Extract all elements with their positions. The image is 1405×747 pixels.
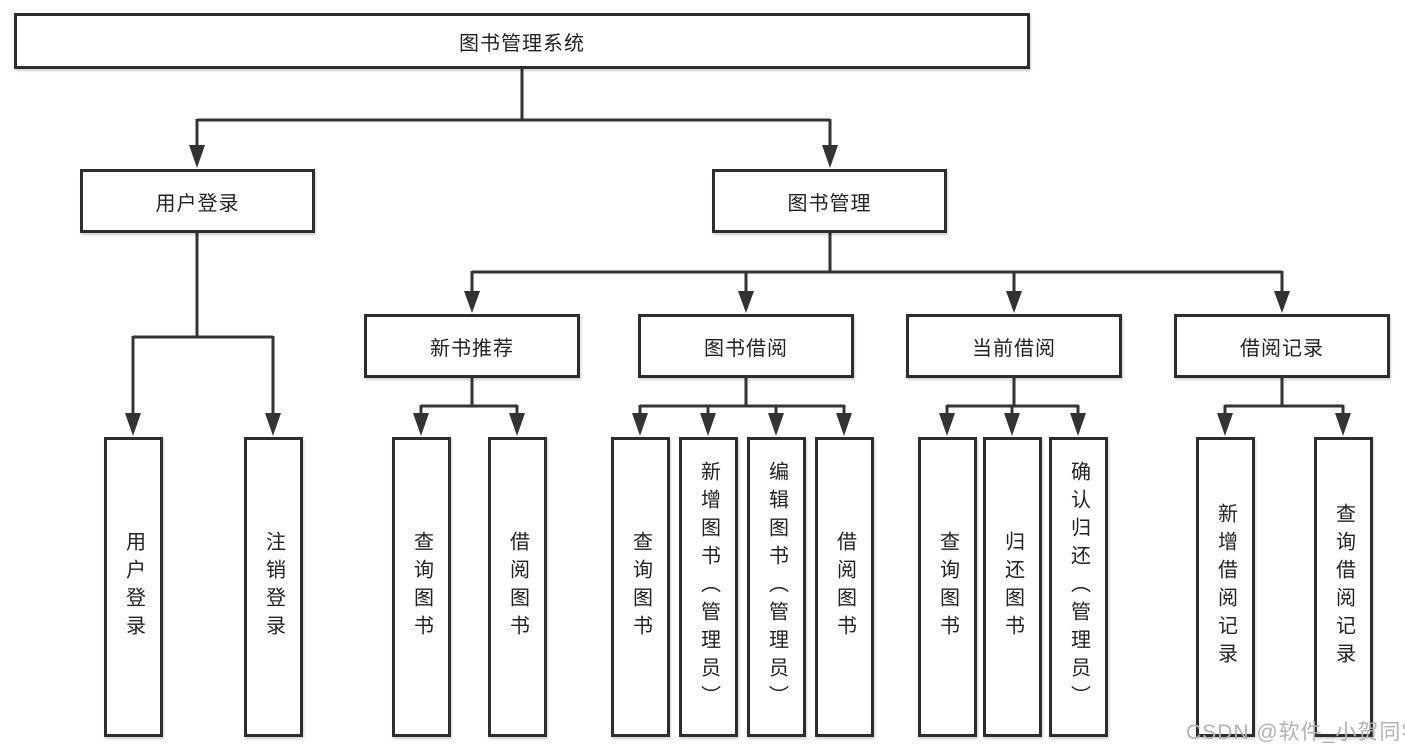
node-label: 新书推荐 [430,337,514,360]
leaf-label: 查询图书 [936,531,959,643]
leaf-label: 借阅图书 [506,531,529,643]
node-library-management-system: 图书管理系统 [14,13,1030,69]
node-book-management: 图书管理 [712,169,947,233]
node-label: 图书管理系统 [459,32,585,55]
leaf-label: 查询图书 [629,531,652,643]
arrowheads [125,145,1351,436]
leaf-label: 借阅图书 [833,531,856,643]
leaf-query-books: 查询图书 [392,437,451,737]
leaf-label: 用户登录 [122,531,145,643]
leaf-user-login: 用户登录 [104,437,163,737]
leaf-label: 查询图书 [410,531,433,643]
leaf-label: 注销登录 [262,531,285,643]
leaf-confirm-return-admin: 确认归还（管理员） [1049,437,1108,737]
node-new-book-recommendation: 新书推荐 [364,314,580,378]
leaf-label: 确认归还（管理员） [1067,461,1090,713]
node-label: 当前借阅 [972,337,1056,360]
leaf-label: 查询借阅记录 [1332,503,1355,671]
node-user-login: 用户登录 [80,169,315,233]
node-label: 图书管理 [787,192,872,215]
leaf-return-books: 归还图书 [983,437,1042,737]
leaf-label: 新增图书（管理员） [697,461,720,713]
leaf-label: 归还图书 [1001,531,1024,643]
leaf-edit-book-admin: 编辑图书（管理员） [747,437,806,737]
leaf-query-books: 查询图书 [611,437,670,737]
node-current-borrowing: 当前借阅 [906,314,1122,378]
leaf-label: 新增借阅记录 [1214,503,1237,671]
leaf-borrow-books: 借阅图书 [488,437,547,737]
csdn-watermark: CSDN @软件_小贺同学 [1186,721,1405,744]
node-label: 图书借阅 [704,337,788,360]
leaf-add-borrow-record: 新增借阅记录 [1196,437,1255,737]
leaf-add-book-admin: 新增图书（管理员） [679,437,738,737]
leaf-borrow-books: 借阅图书 [815,437,874,737]
leaf-query-books: 查询图书 [918,437,977,737]
node-label: 借阅记录 [1240,337,1324,360]
leaf-logout: 注销登录 [244,437,303,737]
node-label: 用户登录 [155,192,240,215]
node-borrowing-records: 借阅记录 [1174,314,1390,378]
leaf-query-borrow-record: 查询借阅记录 [1314,437,1373,737]
node-book-borrowing: 图书借阅 [638,314,854,378]
leaf-label: 编辑图书（管理员） [765,461,788,713]
